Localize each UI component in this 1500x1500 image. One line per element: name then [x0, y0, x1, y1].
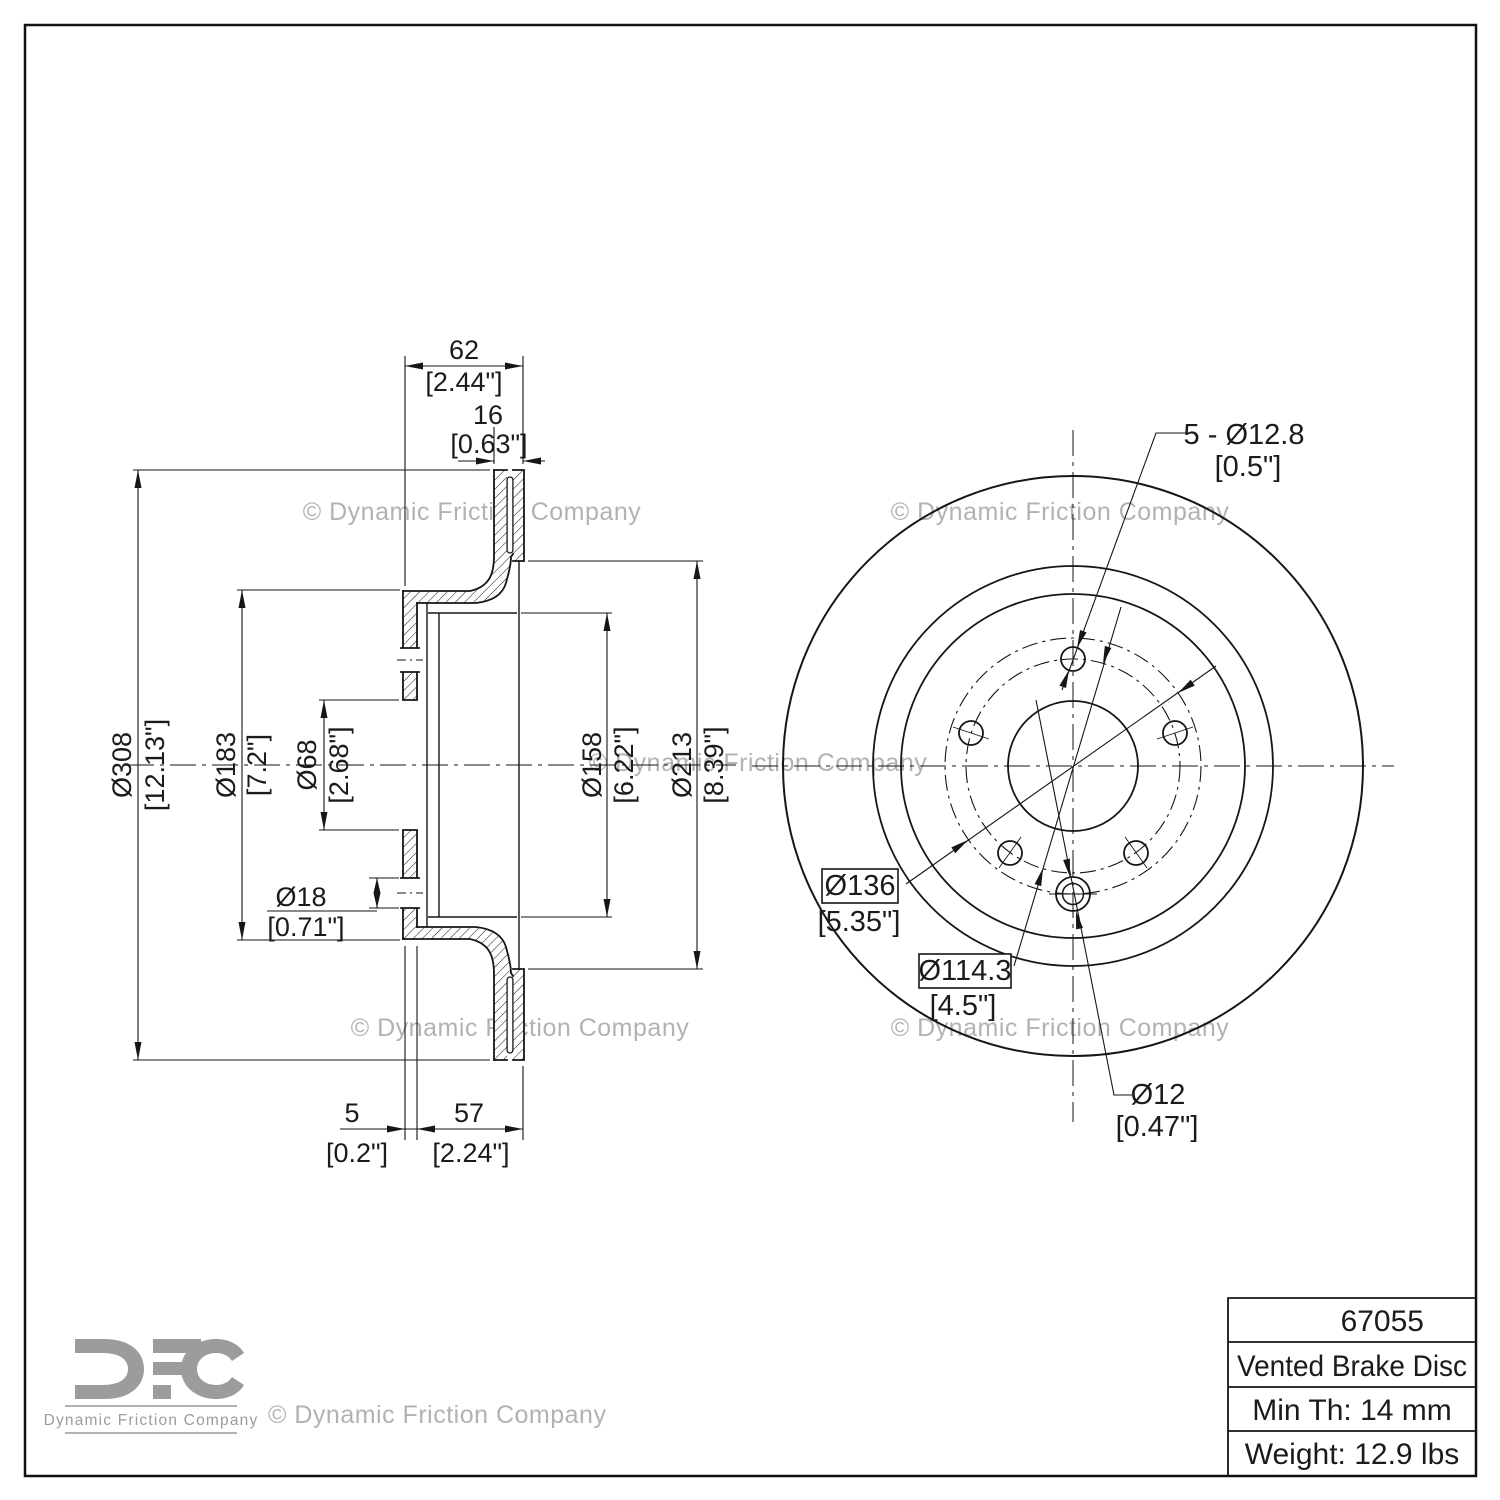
- vent-slot: [506, 476, 514, 554]
- dim-hat-outer-dia-in: [7.2"]: [242, 734, 272, 796]
- label-ring-dia-in: [5.35"]: [818, 906, 901, 938]
- dfc-logo: Dynamic Friction Company: [44, 1339, 259, 1434]
- dim-outer-dia-in: [12.13"]: [140, 719, 170, 811]
- dim-hat-depth-mm: 57: [454, 1098, 484, 1128]
- part-number: 67055: [1341, 1305, 1424, 1338]
- label-bolt-circle-in: [4.5"]: [930, 990, 997, 1022]
- logo-letter-d: [75, 1339, 144, 1399]
- dim-center-bore-mm: Ø68: [292, 739, 322, 790]
- dim-outer-dia-mm: Ø308: [107, 732, 137, 798]
- dim-drum-inner-dia-in: [6.22"]: [609, 726, 639, 803]
- watermark-text: © Dynamic Friction Company: [268, 1401, 606, 1429]
- dim-drum-inner-dia-mm: Ø158: [577, 732, 607, 798]
- logo-subtitle: Dynamic Friction Company: [44, 1412, 259, 1429]
- dim-screw-hole-in: [0.71"]: [267, 912, 344, 942]
- dim-hat-outer-dia-mm: Ø183: [211, 732, 241, 798]
- dim-rotor-inner-dia-mm: Ø213: [667, 732, 697, 798]
- sheet-border: [23, 23, 1478, 1478]
- front-view: 5 - Ø12.8 [0.5"] Ø136 [5.35"] Ø114.3 [4.…: [752, 419, 1394, 1143]
- min-thickness: Min Th: 14 mm: [1252, 1394, 1452, 1427]
- label-bolt-circle-mm: Ø114.3: [919, 955, 1012, 987]
- dim-rotor-thickness-mm: 16: [473, 400, 503, 430]
- vent-slot: [506, 976, 514, 1054]
- dim-overall-width-in: [2.44"]: [425, 367, 502, 397]
- lug-holes: [952, 646, 1194, 869]
- front-view-leaders: [905, 432, 1217, 1096]
- product-type: Vented Brake Disc: [1237, 1350, 1467, 1383]
- watermark-text: © Dynamic Friction Company: [303, 498, 641, 526]
- section-dimensions: 62 [2.44"] 16 [0.63"] Ø308 [12.13"] Ø183…: [107, 335, 729, 1168]
- dim-flange-offset-mm: 5: [344, 1098, 359, 1128]
- watermark-text: © Dynamic Friction Company: [589, 749, 927, 777]
- logo-letter-f: [153, 1339, 201, 1353]
- dim-hat-depth-in: [2.24"]: [432, 1138, 509, 1168]
- label-set-screw-in: [0.47"]: [1116, 1111, 1199, 1143]
- logo-letter-f-foot: [153, 1385, 171, 1399]
- dim-screw-hole-mm: Ø18: [275, 882, 326, 912]
- dim-flange-offset-in: [0.2"]: [326, 1138, 388, 1168]
- dim-center-bore-in: [2.68"]: [324, 726, 354, 803]
- label-ring-dia-mm: Ø136: [825, 870, 896, 902]
- weight: Weight: 12.9 lbs: [1245, 1438, 1460, 1471]
- dim-overall-width-mm: 62: [449, 335, 479, 365]
- section-hatched-body: [401, 470, 524, 1060]
- label-box-114: [918, 953, 1012, 989]
- logo-letter-c: [181, 1339, 244, 1399]
- section-view: 62 [2.44"] 16 [0.63"] Ø308 [12.13"] Ø183…: [107, 335, 736, 1168]
- label-lug-holes-mm: 5 - Ø12.8: [1184, 419, 1305, 451]
- label-lug-holes-in: [0.5"]: [1215, 451, 1282, 483]
- ring-136-centerline-circle: [944, 637, 1202, 895]
- dim-rotor-inner-dia-in: [8.39"]: [699, 726, 729, 803]
- watermark-text: © Dynamic Friction Company: [891, 498, 1229, 526]
- dim-rotor-thickness-in: [0.63"]: [450, 429, 527, 459]
- set-screw-hole: [1049, 876, 1097, 912]
- front-view-labels: 5 - Ø12.8 [0.5"] Ø136 [5.35"] Ø114.3 [4.…: [818, 419, 1305, 1143]
- label-box-136: [821, 868, 899, 904]
- title-block: 67055 Vented Brake Disc Min Th: 14 mm We…: [1227, 1297, 1476, 1476]
- hole-centerline-tick: [397, 659, 423, 894]
- label-set-screw-mm: Ø12: [1131, 1079, 1186, 1111]
